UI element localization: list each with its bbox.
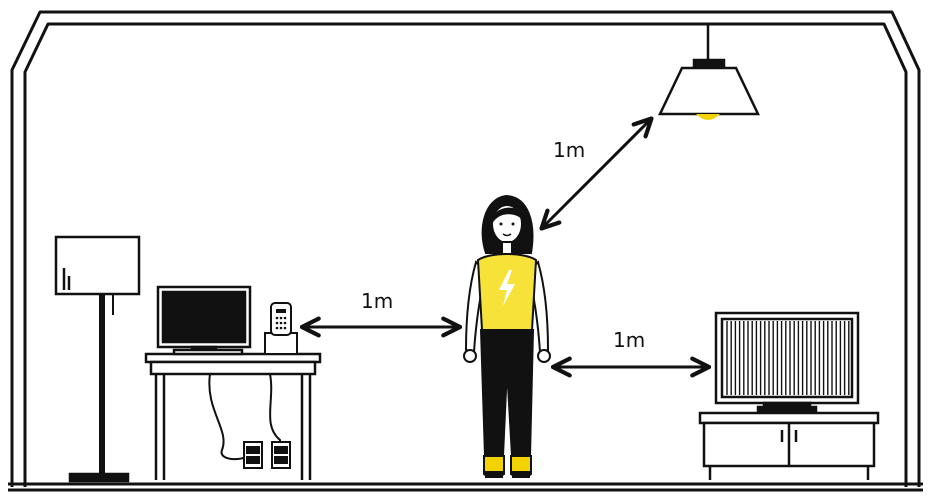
arrow-lamp (543, 120, 650, 227)
tv-stand (700, 413, 878, 480)
lamp-distance-label: 1m (553, 138, 585, 162)
computer-monitor (158, 287, 250, 354)
tv-distance-label: 1m (613, 328, 645, 352)
desk-phone (265, 303, 297, 354)
woman-figure (464, 196, 550, 477)
floor-lamp (56, 237, 139, 481)
television (716, 313, 858, 412)
ceiling-lamp (660, 24, 758, 120)
desk-distance-label: 1m (361, 289, 393, 313)
wall-outlets (244, 442, 290, 468)
desk (146, 354, 320, 480)
